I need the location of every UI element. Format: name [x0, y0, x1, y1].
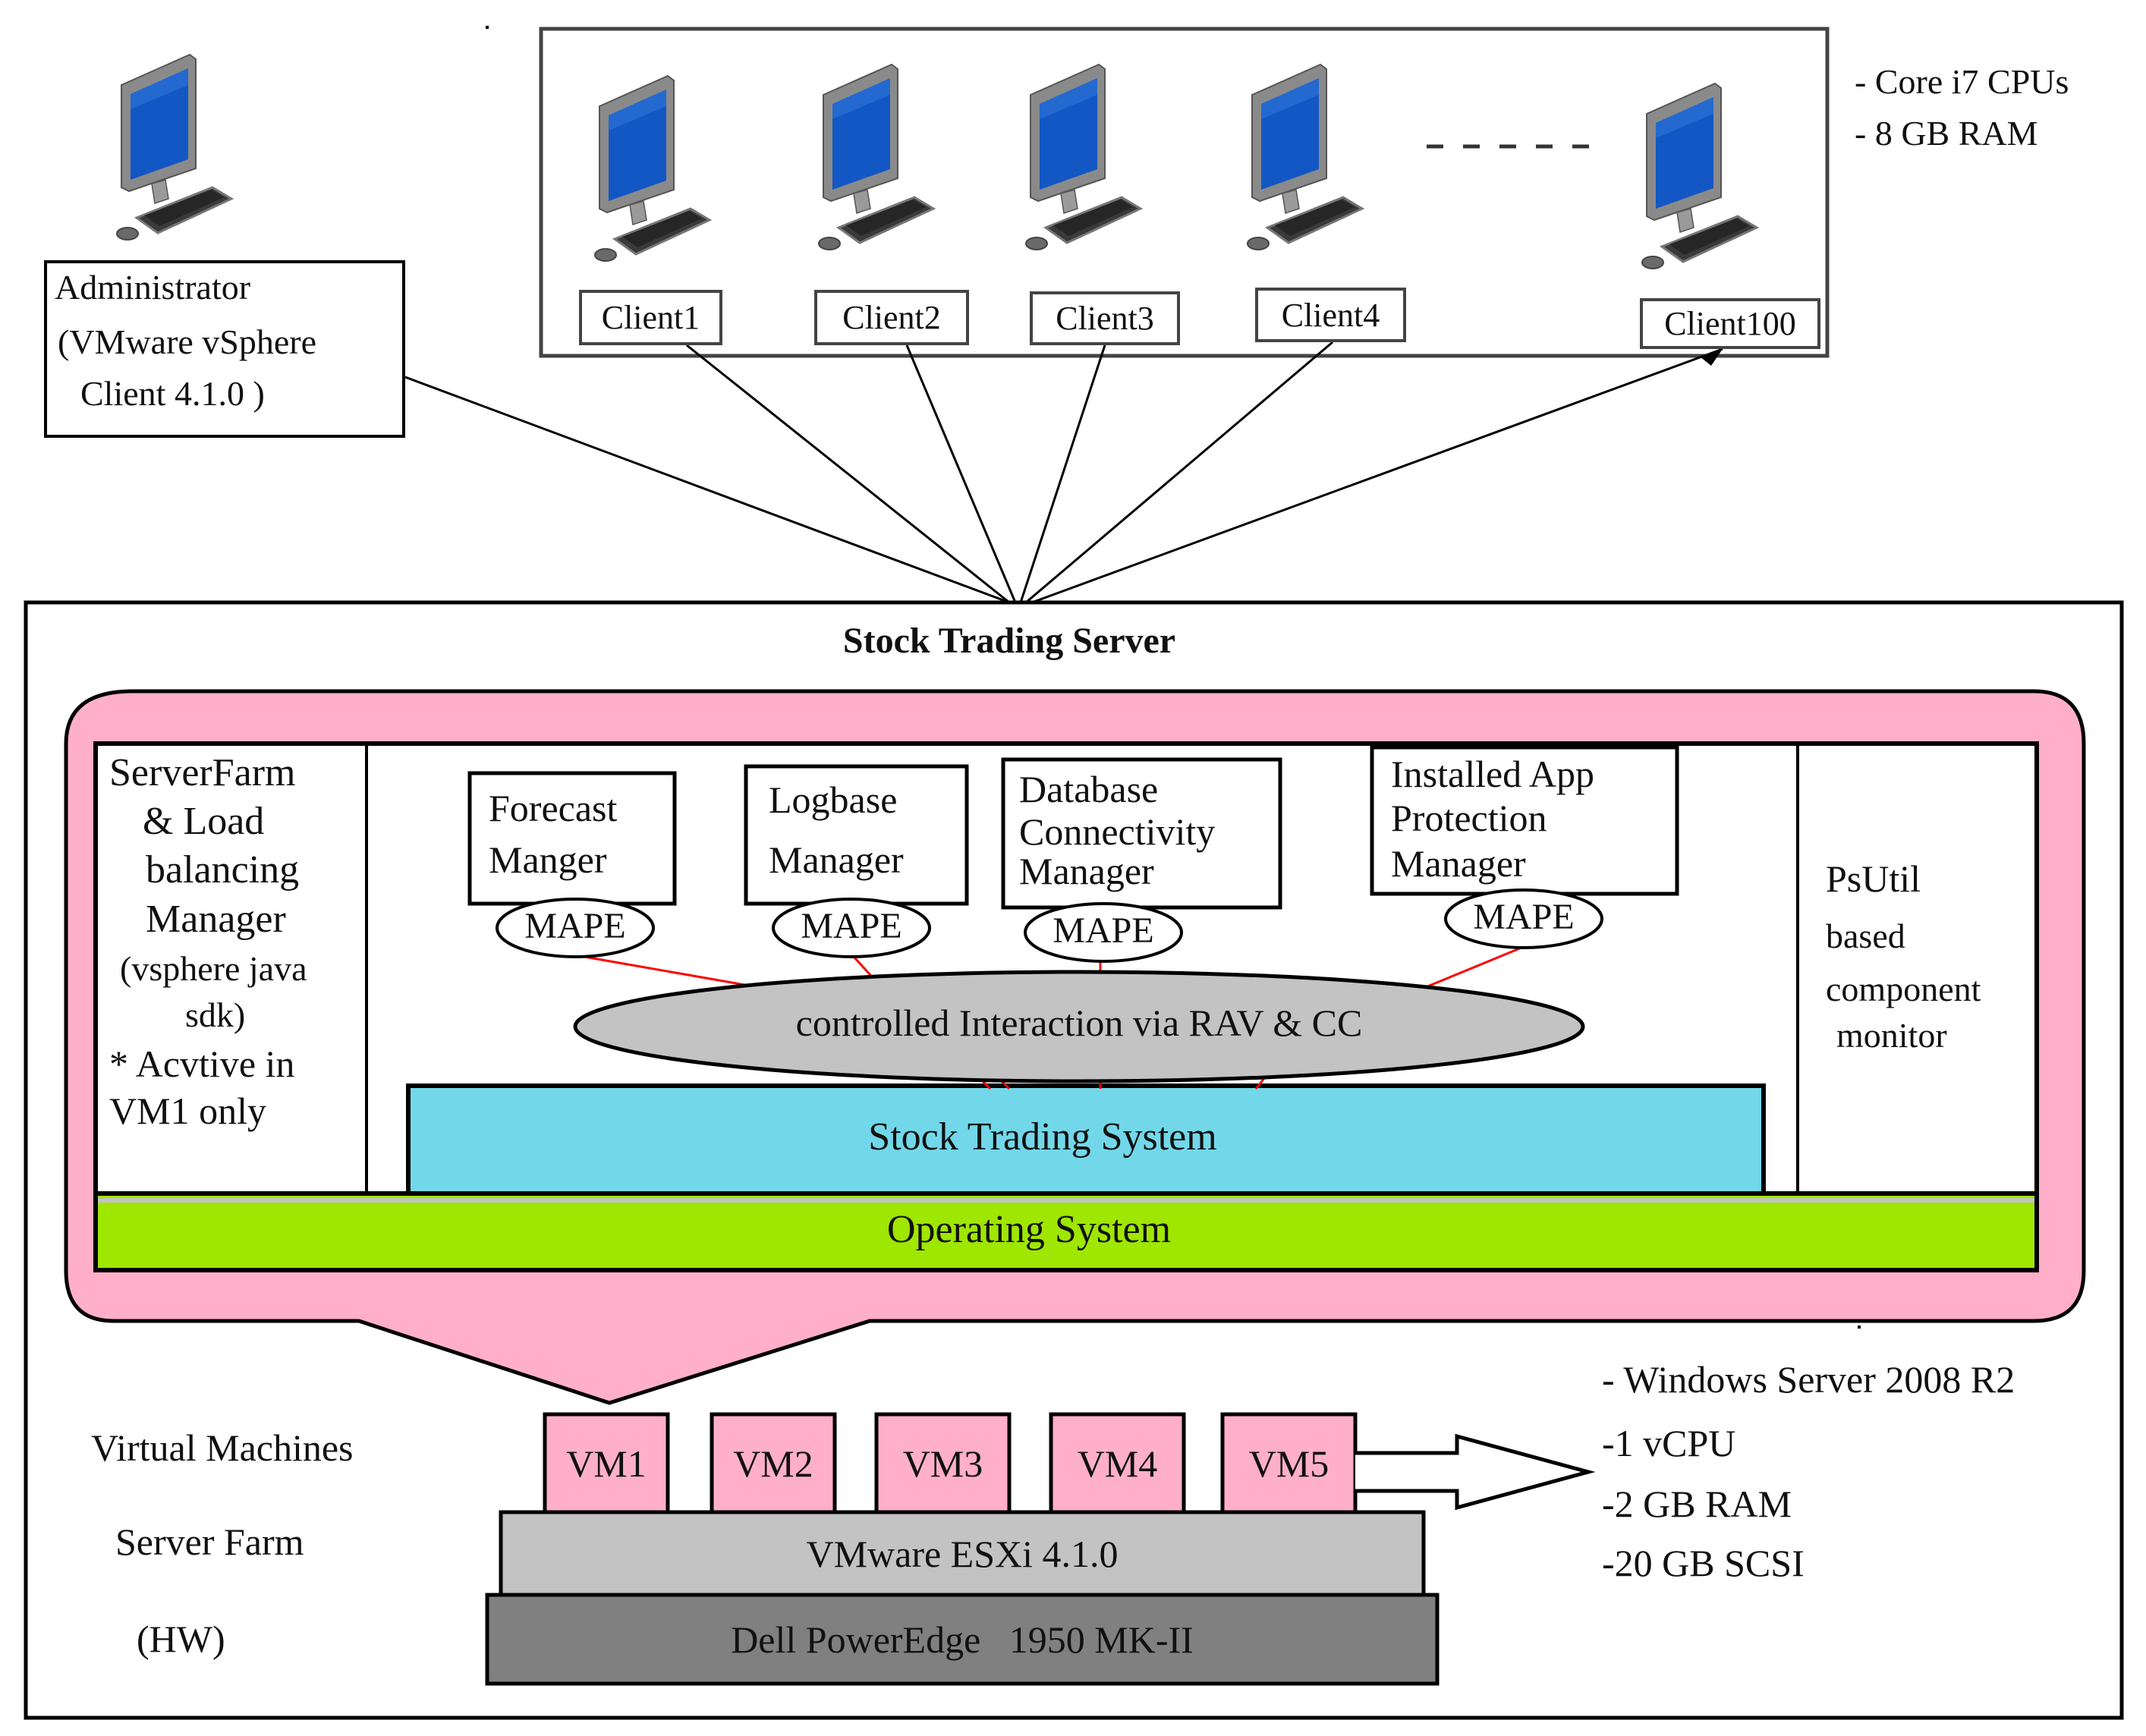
network-links	[404, 341, 1723, 604]
client1-link	[686, 344, 1010, 604]
forecast-manager-line1: Forecast	[489, 787, 618, 829]
client2-link	[905, 344, 1017, 603]
right-col-line: PsUtil	[1826, 857, 1921, 900]
vm-spec-arrow	[1355, 1433, 1596, 1511]
vm-spec-disk: -20 GB SCSI	[1602, 1542, 1805, 1584]
database-manager-line3: Manager	[1019, 850, 1154, 892]
administrator-software: (VMware vSphere	[58, 322, 317, 361]
logbase-manager-line1: Logbase	[769, 778, 898, 821]
vm3-box	[874, 1412, 1012, 1514]
client-label-2: Client2	[814, 290, 969, 345]
vm-spec-os: - Windows Server 2008 R2	[1602, 1358, 2015, 1401]
hardware-label: (HW)	[137, 1618, 225, 1660]
vm-spec-ram: -2 GB RAM	[1602, 1483, 1792, 1525]
right-col-line: monitor	[1836, 1016, 1947, 1055]
vm-spec-cpu: -1 vCPU	[1602, 1422, 1736, 1464]
operating-system-label: Operating System	[886, 1208, 1172, 1251]
clients-group-box	[539, 27, 1830, 358]
left-col-line: ServerFarm	[109, 751, 296, 794]
installed-app-manager-line1: Installed App	[1391, 753, 1595, 795]
client-spec-ram: - 8 GB RAM	[1855, 114, 2038, 153]
installed-app-manager-line3: Manager	[1391, 842, 1526, 885]
client-spec-cpu: - Core i7 CPUs	[1855, 62, 2069, 101]
server-farm-label: Server Farm	[115, 1521, 304, 1563]
vm5-box	[1220, 1412, 1358, 1514]
installed-app-protection-manager-box	[1370, 745, 1679, 896]
left-col-line: (vsphere java	[120, 948, 307, 988]
operating-system-band	[93, 1191, 2039, 1272]
vm4-label: VM4	[1077, 1442, 1158, 1485]
left-col-line: * Acvtive in	[109, 1042, 295, 1085]
esxi-label: VMware ESXi 4.1.0	[806, 1532, 1119, 1575]
left-col-line: & Load	[143, 800, 265, 844]
client100-link	[1031, 348, 1723, 604]
forecast-manager-box	[467, 771, 677, 906]
client3-link	[1019, 344, 1106, 603]
server-title: Stock Trading Server	[842, 621, 1176, 661]
stock-trading-system-label: Stock Trading System	[868, 1115, 1217, 1159]
left-col-line: sdk)	[185, 995, 246, 1035]
administrator-computer-icon	[115, 53, 233, 241]
administrator-version: Client 4.1.0 )	[80, 374, 265, 413]
virtual-machines-label: Virtual Machines	[91, 1426, 354, 1469]
installed-app-manager-line2: Protection	[1391, 797, 1547, 839]
esxi-layer	[499, 1510, 1426, 1597]
controlled-interaction-ellipse	[573, 970, 1585, 1083]
client-label-1: Client1	[579, 290, 722, 345]
vm3-label: VM3	[902, 1442, 983, 1485]
stock-trading-server-box	[24, 600, 2124, 1720]
database-manager-line2: Connectivity	[1019, 810, 1216, 853]
client4-link	[1025, 341, 1333, 604]
client-label-100: Client100	[1640, 298, 1820, 349]
stock-trading-system-box	[406, 1083, 1766, 1196]
vm1-label: VM1	[566, 1442, 647, 1485]
right-col-line: component	[1826, 969, 1981, 1008]
database-mape-label: MAPE	[1053, 910, 1154, 951]
database-mape-ellipse	[1024, 902, 1183, 963]
right-col-line: based	[1826, 917, 1905, 955]
logbase-mape-ellipse	[772, 898, 931, 958]
client-label-3: Client3	[1030, 291, 1180, 345]
left-col-line: VM1 only	[109, 1089, 266, 1132]
logbase-manager-line2: Manager	[769, 838, 904, 881]
left-col-line: balancing	[146, 848, 300, 892]
psutil-component-monitor: PsUtil based component monitor	[1821, 857, 2034, 1055]
database-manager-line1: Database	[1019, 768, 1159, 810]
controlled-interaction-label: controlled Interaction via RAV & CC	[795, 1002, 1363, 1044]
installed-app-mape-label: MAPE	[1473, 897, 1575, 937]
installed-app-mape-ellipse	[1444, 888, 1603, 949]
administrator-title: Administrator	[55, 268, 251, 307]
vm5-label: VM5	[1248, 1442, 1329, 1485]
vm2-box	[710, 1412, 837, 1514]
vm2-label: VM2	[733, 1442, 813, 1485]
logbase-mape-label: MAPE	[801, 906, 902, 946]
vm1-box	[543, 1412, 670, 1514]
serverfarm-load-balancing-manager: ServerFarm & Load balancing Manager (vsp…	[100, 751, 364, 1132]
forecast-mape-label: MAPE	[524, 906, 626, 946]
dell-hardware-layer	[485, 1593, 1440, 1686]
vm-boxes	[543, 1412, 1358, 1514]
admin-link	[404, 376, 1010, 604]
dell-label: Dell PowerEdge 1950 MK-II	[731, 1618, 1194, 1661]
forecast-manager-line2: Manger	[489, 838, 607, 881]
left-col-line: Manager	[146, 897, 286, 941]
client100-arrowhead	[1700, 349, 1723, 366]
forecast-mape-ellipse	[496, 898, 655, 958]
administrator-box: Administrator (VMware vSphere Client 4.1…	[44, 260, 405, 438]
database-connectivity-manager-box	[1001, 757, 1282, 910]
client-label-4: Client4	[1255, 288, 1406, 342]
logbase-manager-box	[744, 764, 969, 906]
